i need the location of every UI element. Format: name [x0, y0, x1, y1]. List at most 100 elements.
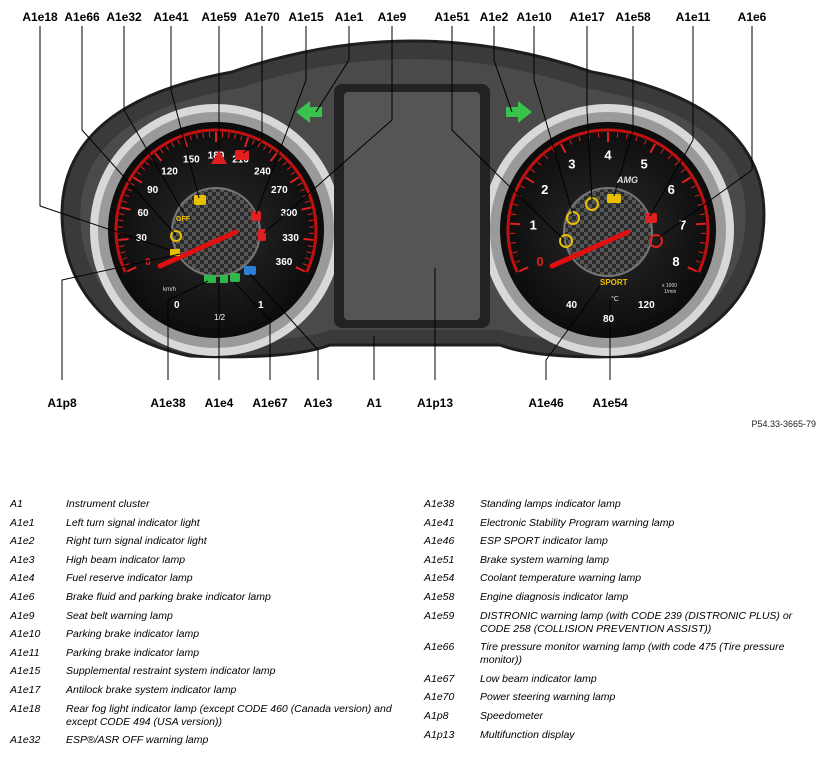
- brake-fluid-warning-icon: [649, 234, 663, 248]
- tire-pressure-icon: [170, 230, 182, 242]
- tachometer-hub: [563, 187, 653, 277]
- gauge-tick-mark: [202, 132, 205, 138]
- gauge-tick-label: 0: [536, 254, 543, 269]
- fuel-tick-half: 1/2: [214, 313, 226, 322]
- legend-description: Engine diagnosis indicator lamp: [480, 590, 629, 603]
- temp-tick-120: 120: [638, 300, 655, 311]
- figure-reference-number: P54.33-3665-79: [751, 419, 816, 429]
- gauge-tick-mark: [120, 206, 131, 211]
- airbag-warning-icon: [251, 211, 261, 221]
- gauge-tick-mark: [160, 148, 164, 154]
- gauge-tick-label: 1: [530, 217, 537, 232]
- gauge-tick-label: 240: [254, 167, 271, 178]
- callout-a1e17: A1e17: [569, 10, 605, 24]
- speed-unit-label: km/h: [163, 287, 176, 293]
- legend-description: Fuel reserve indicator lamp: [66, 572, 193, 585]
- esp-off-icon: OFF: [176, 216, 191, 223]
- fuel-tick-0: 0: [174, 300, 180, 311]
- legend-code: A1e70: [424, 691, 455, 704]
- gauge-tick-label: 8: [672, 254, 679, 269]
- fuel-gauge-panel: [150, 292, 282, 327]
- callout-a1p8: A1p8: [47, 396, 77, 410]
- speedometer-needle: [157, 229, 239, 269]
- power-steering-warning-icon: [235, 150, 249, 160]
- gauge-tick-label: 7: [679, 217, 686, 232]
- gauge-red-arc: [506, 128, 710, 273]
- gauge-tick-mark: [674, 161, 679, 166]
- callout-a1e10: A1e10: [516, 10, 552, 24]
- callout-a1e9: A1e9: [377, 10, 407, 24]
- gauge-tick-mark: [304, 200, 310, 204]
- legend-description: High beam indicator lamp: [66, 553, 186, 566]
- left-turn-arrow-icon: [296, 101, 322, 123]
- legend-description: Left turn signal indicator light: [66, 516, 200, 529]
- legend-code: A1e15: [10, 665, 41, 678]
- gauge-tick-mark: [694, 194, 700, 198]
- parking-brake-indicator-icon: [566, 211, 580, 225]
- parking-brake-indicator-red-icon: [645, 213, 657, 223]
- callout-a1e67: A1e67: [252, 396, 288, 410]
- legend-description: Power steering warning lamp: [480, 691, 616, 704]
- callout-a1e51: A1e51: [434, 10, 470, 24]
- gauge-tick-mark: [306, 251, 312, 254]
- legend-description: Coolant temperature warning lamp: [480, 572, 642, 585]
- high-beam-icon: [244, 266, 256, 275]
- gauge-tick-mark: [240, 135, 243, 141]
- legend-code: A1p13: [424, 728, 455, 741]
- legend-code: A1e9: [10, 609, 35, 622]
- distronic-warning-icon: [211, 150, 227, 164]
- gauge-tick-mark: [282, 161, 287, 166]
- legend-row: A1e70 Power steering warning lamp: [424, 691, 814, 704]
- legend-description: Standing lamps indicator lamp: [480, 498, 621, 510]
- gauge-tick-mark: [308, 219, 314, 222]
- gauge-tick-mark: [290, 171, 296, 176]
- legend-description: Supplemental restraint system indicator …: [66, 665, 276, 678]
- gauge-tick-mark: [177, 139, 181, 145]
- gauge-tick-mark: [132, 176, 143, 184]
- callout-a1e66: A1e66: [64, 10, 100, 24]
- callout-a1e15: A1e15: [288, 10, 324, 24]
- gauge-tick-mark: [510, 222, 521, 226]
- instrument-cluster-figure: 0306090120150180210240270300330360 01234…: [22, 10, 816, 429]
- callout-a1p13: A1p13: [416, 396, 454, 410]
- legend-code: A1e3: [10, 553, 35, 566]
- legend-row: A1e15 Supplemental restraint system indic…: [10, 665, 410, 678]
- legend-code: A1e18: [10, 702, 41, 715]
- temp-tick-80: 80: [603, 314, 615, 325]
- gauge-tick-mark: [297, 182, 303, 186]
- gauge-tick-mark: [512, 251, 518, 254]
- gauge-tick-mark: [124, 263, 130, 266]
- gauge-tick-mark: [302, 263, 308, 266]
- gauge-tick-mark: [189, 135, 192, 141]
- callout-a1e1: A1e1: [334, 10, 364, 24]
- tacho-unit-line1: x 1000: [662, 283, 677, 289]
- gauge-tick-mark: [544, 154, 549, 160]
- gauge-tick-mark: [511, 213, 517, 216]
- gauge-tick-label: 330: [282, 233, 299, 244]
- fuel-tick-1: 1: [258, 300, 264, 311]
- callout-a1e6: A1e6: [737, 10, 767, 24]
- gauge-tick-mark: [695, 260, 701, 263]
- callout-a1e32: A1e32: [106, 10, 142, 24]
- legend-code: A1p8: [424, 709, 449, 722]
- gauge-tick-mark: [126, 188, 132, 192]
- gauge-tick-mark: [243, 137, 250, 148]
- esp-warning-icon: [194, 195, 206, 205]
- gauge-tick-label: 150: [183, 155, 200, 166]
- callout-a1: A1: [366, 396, 382, 410]
- gauge-tick-mark: [269, 152, 278, 162]
- gauge-tick-mark: [680, 168, 686, 173]
- gauge-tick-mark: [182, 137, 189, 148]
- gauge-tick-label: 3: [568, 157, 575, 172]
- gauge-tick-mark: [145, 161, 150, 166]
- gauge-tick-mark: [140, 166, 146, 171]
- gauge-tick-mark: [616, 132, 619, 138]
